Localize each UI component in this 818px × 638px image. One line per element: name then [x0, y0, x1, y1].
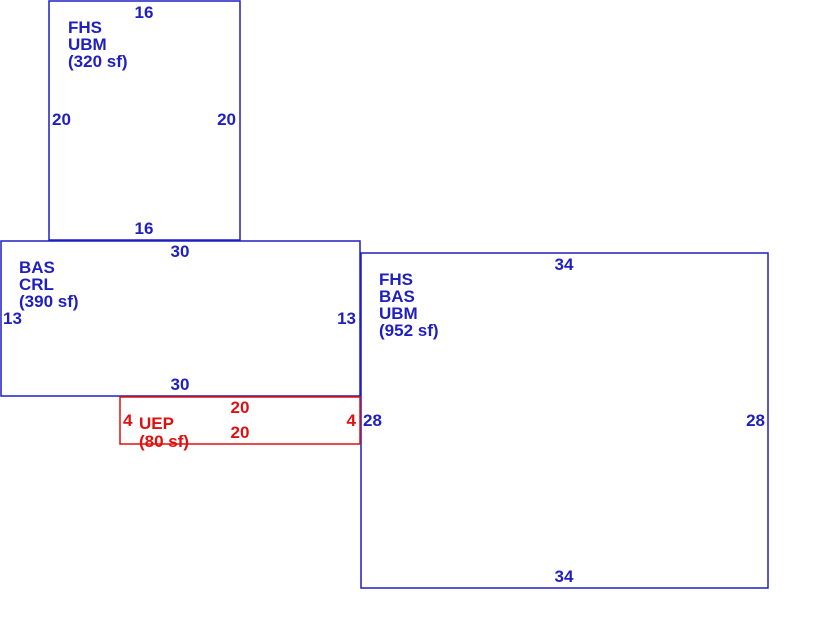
dim-top: 30	[171, 242, 190, 261]
area-fhs-bas-ubm-code-2: BAS	[379, 287, 415, 306]
dim-left: 4	[123, 411, 133, 430]
dim-bottom: 30	[171, 375, 190, 394]
area-bas-crl-code-1: BAS	[19, 258, 55, 277]
dim-right: 28	[746, 411, 765, 430]
area-fhs-bas-ubm-size: (952 sf)	[379, 321, 439, 340]
area-fhs-bas-ubm-outline	[360, 252, 769, 589]
area-uep-size: (80 sf)	[139, 432, 189, 451]
dim-top: 34	[555, 255, 574, 274]
dim-right: 4	[347, 411, 357, 430]
dim-left: 13	[3, 309, 22, 328]
dim-bottom: 20	[231, 423, 250, 442]
dim-bottom: 34	[555, 567, 574, 586]
area-fhs-ubm-code-2: UBM	[68, 35, 107, 54]
area-bas-crl-size: (390 sf)	[19, 292, 79, 311]
area-bas-crl-outline	[0, 240, 361, 397]
dim-top: 20	[231, 398, 250, 417]
area-fhs-ubm: FHS UBM (320 sf) 16 16 20 20	[48, 0, 241, 241]
dim-right: 13	[337, 309, 356, 328]
dim-right: 20	[217, 110, 236, 129]
area-uep: UEP (80 sf) 20 20 4 4	[119, 396, 361, 451]
dim-left: 20	[52, 110, 71, 129]
area-fhs-ubm-size: (320 sf)	[68, 52, 128, 71]
dim-left: 28	[363, 411, 382, 430]
dim-top: 16	[135, 3, 154, 22]
area-fhs-ubm-code-1: FHS	[68, 18, 102, 37]
area-uep-outline	[119, 396, 361, 445]
area-fhs-bas-ubm-code-3: UBM	[379, 304, 418, 323]
area-fhs-bas-ubm: FHS BAS UBM (952 sf) 34 34 28 28	[360, 252, 769, 589]
area-bas-crl-code-2: CRL	[19, 275, 54, 294]
area-fhs-ubm-outline	[48, 0, 241, 241]
area-uep-code: UEP	[139, 414, 174, 433]
area-bas-crl: BAS CRL (390 sf) 30 30 13 13	[0, 240, 361, 397]
dim-bottom: 16	[135, 219, 154, 238]
area-fhs-bas-ubm-code-1: FHS	[379, 270, 413, 289]
